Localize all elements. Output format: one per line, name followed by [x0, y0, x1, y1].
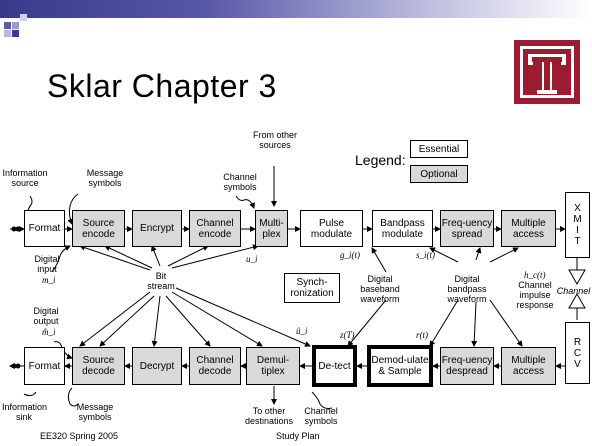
- block-bandpass-modulate: Bandpass modulate: [372, 210, 433, 247]
- footer-course: EE320 Spring 2005: [40, 431, 119, 441]
- label-information-sink: Information sink: [2, 402, 48, 422]
- label-channel-impulse-response: Channel impulse response: [516, 280, 554, 310]
- label-channel: Channel: [556, 286, 591, 296]
- label-to-other-destinations: To other destinations: [244, 406, 294, 426]
- symbol-h-c-t: h_c(t): [524, 270, 546, 280]
- label-channel-symbols-top: Channel symbols: [223, 172, 257, 192]
- block-multiple-access-rx: Multiple access: [501, 347, 556, 385]
- block-frequency-spread: Freq-uency spread: [440, 210, 494, 247]
- symbol-u-i: u_i: [246, 254, 258, 264]
- decor-square: [12, 22, 19, 29]
- label-digital-baseband-waveform: Digital baseband waveform: [360, 274, 400, 304]
- symbol-u-i-hat: û_i: [296, 326, 308, 336]
- block-rcv: R C V: [565, 322, 590, 384]
- decor-square: [4, 30, 11, 37]
- decor-square: [12, 30, 19, 37]
- slide-title: Sklar Chapter 3: [47, 68, 277, 104]
- block-decrypt: Decrypt: [132, 347, 182, 385]
- legend-optional: Optional: [410, 165, 468, 183]
- label-channel-symbols-bottom: Channel symbols: [304, 406, 338, 426]
- block-multiple-access-tx: Multiple access: [501, 210, 556, 247]
- label-digital-bandpass-waveform: Digital bandpass waveform: [447, 274, 487, 304]
- block-multiplex: Multi-plex: [255, 210, 288, 247]
- header-bar: [0, 0, 592, 18]
- block-format-tx: Format: [24, 210, 65, 247]
- legend-label: Legend:: [355, 152, 406, 168]
- symbol-g-i-t: g_i(t): [340, 250, 360, 260]
- block-encrypt: Encrypt: [132, 210, 182, 247]
- temple-logo-icon: [514, 40, 580, 104]
- block-channel-decode: Channel decode: [189, 347, 241, 385]
- footer-study-plan: Study Plan: [276, 431, 320, 441]
- label-digital-input: Digital input: [34, 254, 60, 274]
- symbol-s-i-t: s_i(t): [416, 250, 435, 260]
- decor-square: [4, 22, 11, 29]
- decor-square: [20, 14, 27, 21]
- block-pulse-modulate: Pulse modulate: [300, 210, 363, 247]
- label-bit-stream: Bit stream: [147, 271, 175, 291]
- block-channel-encode: Channel encode: [189, 210, 241, 247]
- label-message-symbols-bottom: Message symbols: [76, 402, 114, 422]
- block-source-decode: Source decode: [72, 347, 125, 385]
- block-demultiplex: Demul-tiplex: [246, 347, 300, 385]
- block-demodulate-sample: Demod-ulate & Sample: [367, 345, 433, 387]
- label-message-symbols-top: Message symbols: [86, 168, 124, 188]
- label-from-other-sources: From other sources: [252, 130, 297, 150]
- block-source-encode: Source encode: [72, 210, 125, 247]
- legend-essential: Essential: [410, 140, 468, 158]
- block-frequency-despread: Freq-uency despread: [440, 347, 494, 385]
- symbol-z-T: z(T): [340, 330, 355, 340]
- block-xmit: X M I T: [565, 192, 590, 258]
- label-information-source: Information source: [2, 168, 48, 188]
- block-synchronization: Synch-ronization: [284, 273, 340, 303]
- label-digital-output: Digital output: [33, 306, 59, 326]
- block-format-rx: Format: [24, 347, 65, 385]
- symbol-m-i-hat: m̂_i: [42, 327, 56, 337]
- block-detect: De-tect: [312, 345, 357, 387]
- symbol-r-t: r(t): [416, 330, 428, 340]
- symbol-m-i: m_i: [42, 275, 56, 285]
